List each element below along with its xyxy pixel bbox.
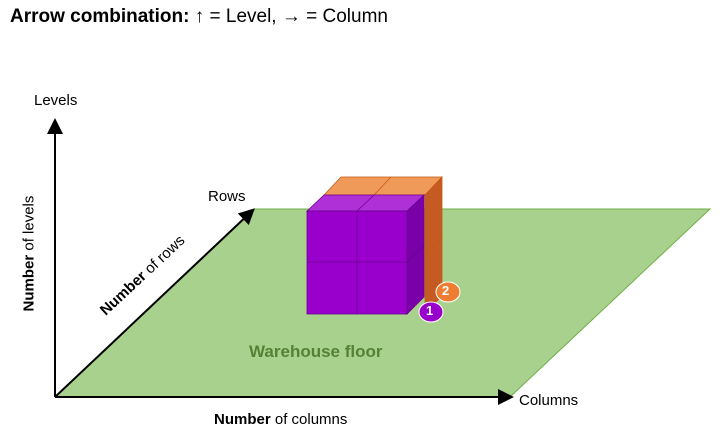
number-of-levels-label: Number of levels [20, 195, 38, 312]
badge-2-label: 2 [442, 283, 450, 298]
orange-rack [323, 175, 443, 314]
badge-1-label: 1 [426, 303, 434, 318]
warehouse-floor-label: Warehouse floor [249, 342, 383, 361]
number-of-columns-label: Number of columns [214, 411, 348, 428]
levels-label: Levels [34, 92, 78, 109]
rows-label: Rows [208, 188, 246, 205]
columns-label: Columns [519, 392, 579, 409]
badge-1 [418, 301, 444, 323]
diagram-title: Arrow combination: ↑ = Level, → = Column [10, 6, 388, 27]
rows-axis [54, 208, 255, 398]
badge-2 [435, 281, 461, 303]
purple-rack [305, 194, 426, 315]
